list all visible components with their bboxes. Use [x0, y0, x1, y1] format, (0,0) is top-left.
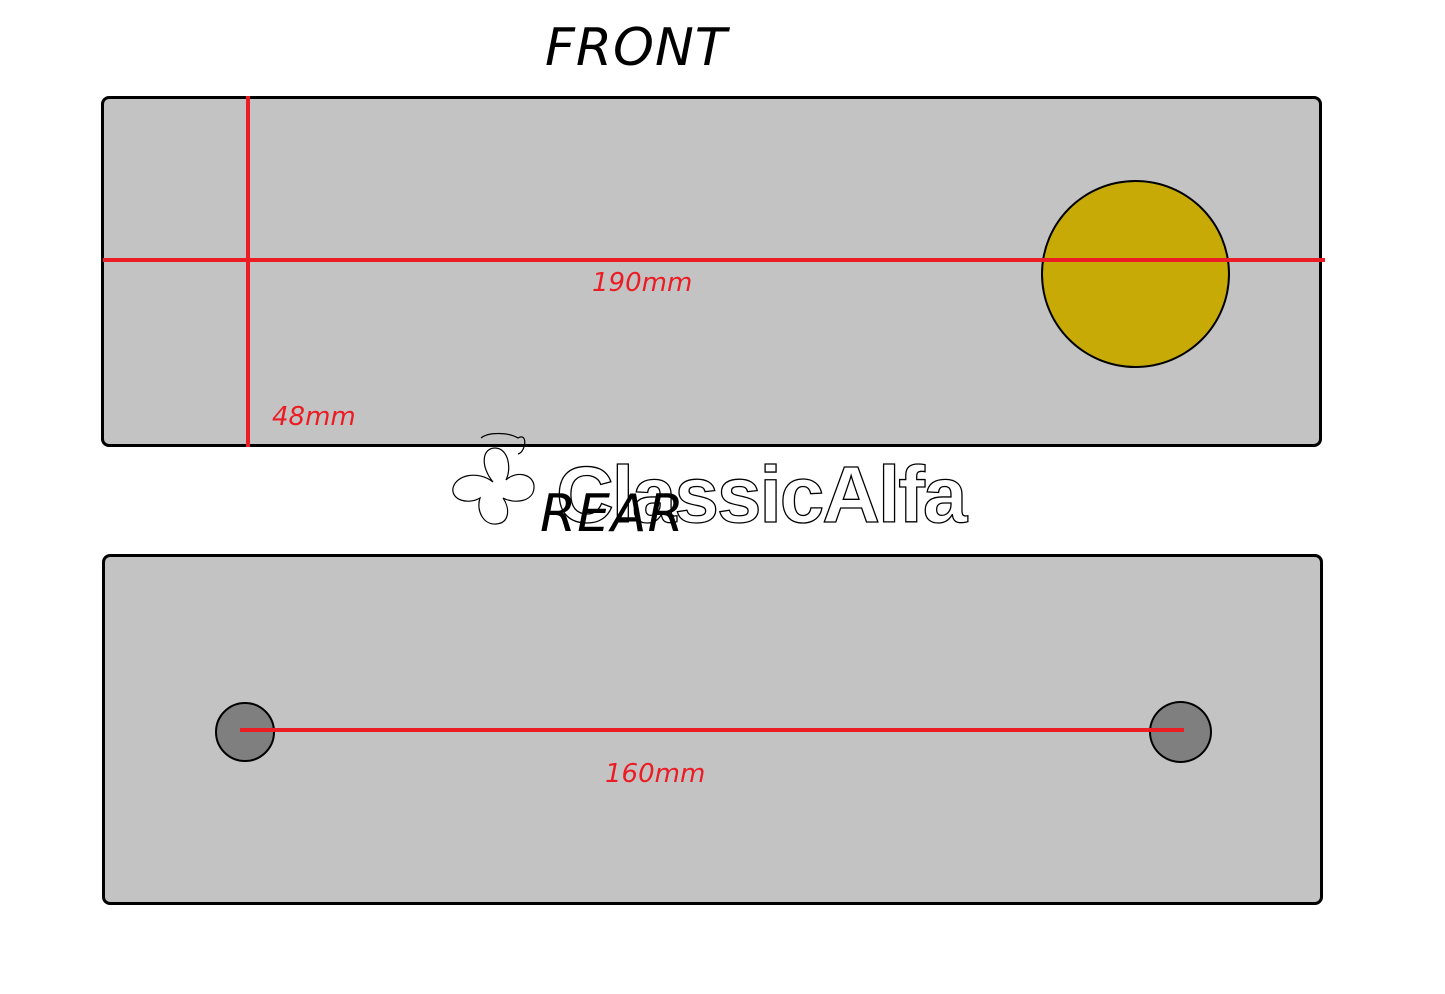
front-height-dimension-line — [246, 96, 250, 447]
front-hole — [1041, 180, 1230, 368]
front-length-label: 190mm — [592, 268, 693, 298]
front-length-dimension-line — [103, 258, 1325, 262]
rear-left-hole — [215, 702, 275, 762]
rear-length-label: 160mm — [605, 759, 706, 789]
cloverleaf-icon — [452, 432, 535, 525]
rear-right-hole — [1149, 701, 1212, 763]
front-height-label: 48mm — [272, 402, 356, 432]
front-heading: FRONT — [545, 18, 728, 78]
rear-length-dimension-line — [240, 728, 1184, 732]
rear-heading: REAR — [540, 484, 685, 544]
